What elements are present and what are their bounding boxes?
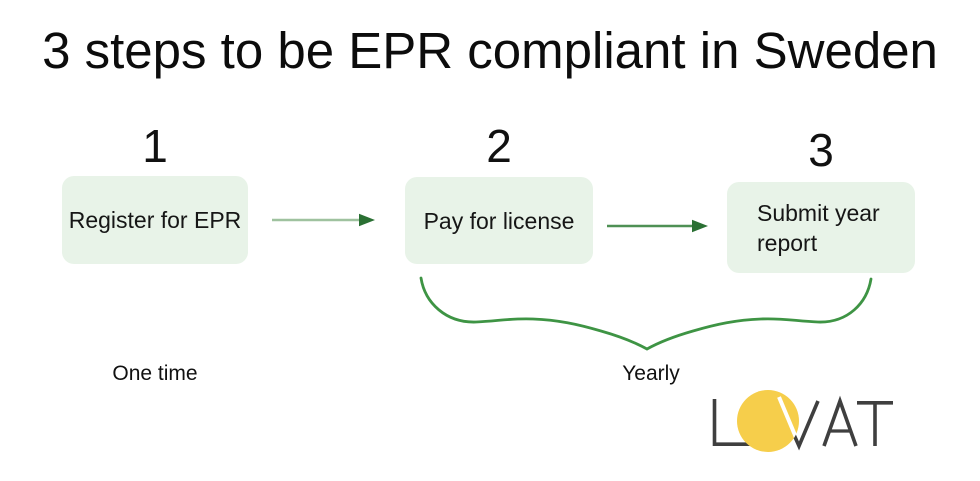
lovat-logo-text: LOVAT — [0, 0, 1, 1]
step-1-box: Register for EPR — [62, 176, 248, 264]
step-1-label: Register for EPR — [68, 207, 242, 233]
step-2-number: 2 — [486, 120, 512, 172]
step-3-label: Submit year report — [757, 199, 880, 256]
yearly-label: Yearly — [622, 362, 680, 385]
step-3-box: Submit year report — [727, 182, 915, 273]
curly-brace-icon — [419, 276, 873, 351]
step-1-number: 1 — [142, 120, 168, 172]
one-time-label: One time — [112, 362, 198, 385]
lovat-logo-icon — [712, 390, 893, 452]
step-3-number: 3 — [808, 124, 834, 176]
step-2-label: Pay for license — [423, 207, 575, 234]
step-2-box: Pay for license — [405, 177, 593, 264]
arrow-right-icon — [607, 219, 708, 233]
page-title: 3 steps to be EPR compliant in Sweden — [42, 22, 938, 79]
arrow-right-icon — [272, 213, 375, 227]
